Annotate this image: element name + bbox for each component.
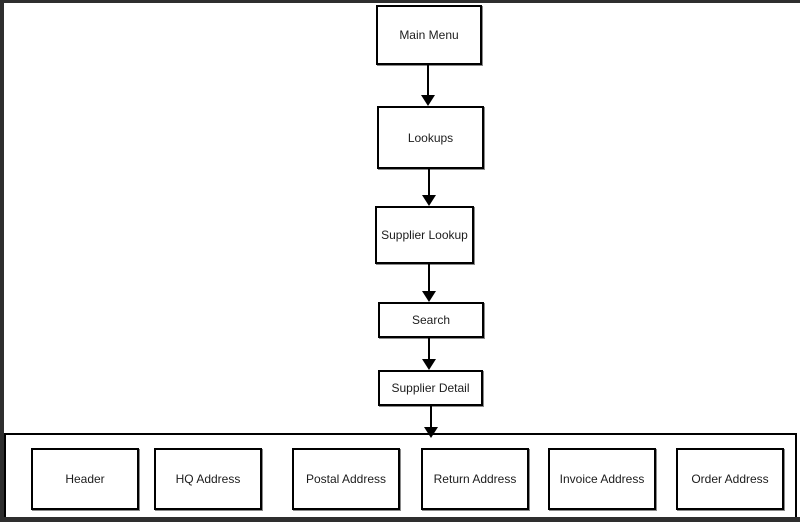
flow-node-main-menu: Main Menu [376, 5, 482, 65]
flow-node-lookups: Lookups [377, 106, 484, 169]
flow-node-supplier-detail: Supplier Detail [378, 370, 483, 406]
detail-box-header: Header [31, 448, 139, 510]
window-border-left [0, 0, 4, 522]
detail-box-label: Header [65, 472, 105, 486]
detail-box-hq-address: HQ Address [154, 448, 262, 510]
detail-box-label: HQ Address [175, 472, 241, 486]
flow-node-label: Supplier Detail [391, 381, 470, 395]
arrow-supplier-detail-to-container [424, 406, 438, 438]
detail-box-order-address: Order Address [676, 448, 784, 510]
flow-node-supplier-lookup: Supplier Lookup [375, 206, 474, 264]
arrow-supplier-lookup-to-search [422, 264, 436, 302]
detail-box-postal-address: Postal Address [292, 448, 400, 510]
detail-box-label: Invoice Address [559, 472, 645, 486]
flow-node-label: Search [411, 313, 451, 327]
arrow-search-to-supplier-detail [422, 338, 436, 370]
flow-node-label: Lookups [407, 130, 454, 145]
arrow-main-menu-to-lookups [421, 65, 435, 106]
arrow-lookups-to-supplier-lookup [422, 169, 436, 206]
detail-box-label: Order Address [691, 472, 769, 486]
window-border-bottom [0, 517, 800, 522]
detail-box-label: Return Address [433, 472, 517, 486]
window-border-top [0, 0, 800, 3]
detail-box-label: Postal Address [305, 472, 387, 486]
detail-box-invoice-address: Invoice Address [548, 448, 656, 510]
flow-node-search: Search [378, 302, 484, 338]
flow-node-label: Main Menu [399, 28, 459, 42]
supplier-detail-sections-container: Header HQ Address Postal Address Return … [4, 433, 797, 522]
flow-node-label: Supplier Lookup [381, 228, 468, 242]
detail-box-return-address: Return Address [421, 448, 529, 510]
